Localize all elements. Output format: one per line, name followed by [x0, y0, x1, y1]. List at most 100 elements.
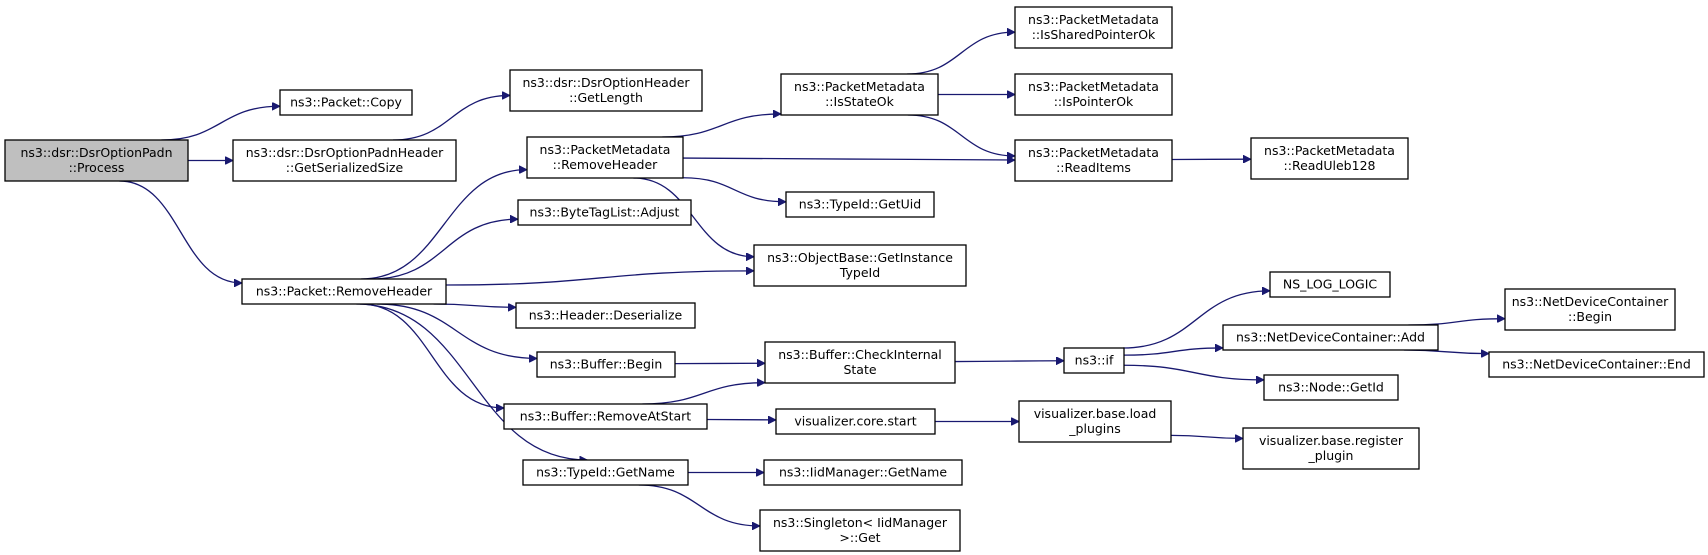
node-header-deserialize[interactable]: ns3::Header::Deserialize [515, 302, 696, 329]
node-box [1488, 351, 1705, 378]
nodes-layer: ns3::dsr::DsrOptionPadn::Processns3::Pac… [4, 6, 1705, 552]
edge-packet-removeheader-to-objbase-getinstance [445, 271, 754, 286]
node-viz-core-start[interactable]: visualizer.core.start [775, 408, 936, 435]
node-label-line: ns3::Buffer::CheckInternal [778, 347, 942, 362]
node-process[interactable]: ns3::dsr::DsrOptionPadn::Process [4, 139, 189, 182]
node-label-line: _plugin [1308, 448, 1354, 463]
edge-typeid-getname-to-singleton-get [638, 484, 760, 526]
edge-buffer-removeatstart-to-buffer-checkinternal [642, 383, 765, 405]
edge-packet-removeheader-to-btl-adjust [371, 219, 518, 280]
node-label-line: _plugins [1068, 421, 1120, 436]
node-box [241, 278, 447, 305]
edge-arrow-path [119, 180, 242, 283]
edge-pm-removeheader-to-typeid-getuid [682, 177, 786, 202]
node-label-line: ns3::NetDeviceContainer::End [1502, 357, 1691, 372]
node-label-line: visualizer.base.load [1034, 406, 1157, 421]
node-label-line: ::Begin [1568, 309, 1612, 324]
node-label-line: ::IsSharedPointerOk [1032, 27, 1156, 42]
edge-pm-removeheader-to-pm-isstateok [662, 114, 781, 138]
node-ns3-if[interactable]: ns3::if [1063, 347, 1125, 374]
node-box [503, 403, 708, 430]
node-label-line: ns3::Buffer::RemoveAtStart [520, 409, 692, 424]
edge-pm-isstateok-to-pm-readitems [907, 114, 1015, 156]
edges-layer [119, 32, 1505, 526]
node-label-line: ns3::dsr::DsrOptionPadn [20, 145, 172, 160]
edge-ns3-if-to-node-getid [1123, 364, 1264, 380]
edge-viz-load-plugins-to-viz-register-plugin [1170, 435, 1243, 438]
node-typeid-getname[interactable]: ns3::TypeId::GetName [522, 459, 689, 486]
edge-pm-removeheader-to-pm-readitems [682, 158, 1015, 160]
node-optheader-getlength[interactable]: ns3::dsr::DsrOptionHeader::GetLength [509, 69, 703, 112]
node-box [4, 139, 189, 182]
node-pm-ispointerok[interactable]: ns3::PacketMetadata::IsPointerOk [1014, 73, 1173, 116]
node-label-line: ns3::Header::Deserialize [529, 308, 683, 323]
node-box [536, 351, 676, 378]
edge-arrow-path [356, 303, 587, 460]
node-typeid-getuid[interactable]: ns3::TypeId::GetUid [785, 191, 935, 218]
node-pm-isstateok[interactable]: ns3::PacketMetadata::IsStateOk [780, 73, 939, 116]
edge-arrow-path [907, 32, 1015, 75]
node-box [1014, 6, 1173, 49]
edge-arrow-path [377, 303, 537, 358]
node-padn-getserialized[interactable]: ns3::dsr::DsrOptionPadnHeader::GetSerial… [232, 139, 457, 182]
edge-arrow-path [359, 303, 504, 408]
edge-process-to-packet-removeheader [119, 180, 242, 283]
node-ns-log-logic[interactable]: NS_LOG_LOGIC [1269, 271, 1391, 298]
edge-packet-removeheader-to-typeid-getname [356, 303, 587, 460]
node-box [1222, 324, 1439, 351]
node-viz-register-plugin[interactable]: visualizer.base.register_plugin [1242, 427, 1420, 470]
node-pm-readitems[interactable]: ns3::PacketMetadata::ReadItems [1014, 139, 1173, 182]
edge-packet-removeheader-to-pm-removeheader [361, 170, 527, 280]
node-label-line: ::GetSerializedSize [286, 160, 404, 175]
node-iid-getname[interactable]: ns3::IidManager::GetName [763, 459, 963, 486]
node-box [1263, 374, 1399, 401]
edge-pm-isstateok-to-pm-issharedptrok [907, 32, 1015, 75]
node-viz-load-plugins[interactable]: visualizer.base.load_plugins [1018, 400, 1172, 443]
node-node-getid[interactable]: ns3::Node::GetId [1263, 374, 1399, 401]
node-btl-adjust[interactable]: ns3::ByteTagList::Adjust [517, 199, 692, 226]
edge-arrow-path [1122, 291, 1270, 349]
node-box [515, 302, 696, 329]
node-pm-removeheader[interactable]: ns3::PacketMetadata::RemoveHeader [526, 136, 684, 179]
node-label-line: ns3::Singleton< IidManager [773, 515, 948, 530]
node-label-line: ns3::PacketMetadata [1028, 79, 1159, 94]
edge-arrow-path [633, 177, 754, 257]
node-ndc-begin[interactable]: ns3::NetDeviceContainer::Begin [1504, 288, 1676, 331]
node-box [763, 459, 963, 486]
edge-ndc-add-to-ndc-begin [1408, 319, 1505, 326]
node-singleton-get[interactable]: ns3::Singleton< IidManager>::Get [759, 509, 961, 552]
node-pm-readuleb128[interactable]: ns3::PacketMetadata::ReadUleb128 [1250, 137, 1409, 180]
node-label-line: ::ReadItems [1056, 160, 1131, 175]
node-label-line: State [843, 362, 876, 377]
node-label-line: ::Process [69, 160, 125, 175]
edge-ns3-if-to-ndc-add [1123, 348, 1223, 356]
node-box [785, 191, 935, 218]
node-ndc-end[interactable]: ns3::NetDeviceContainer::End [1488, 351, 1705, 378]
node-buffer-removeatstart[interactable]: ns3::Buffer::RemoveAtStart [503, 403, 708, 430]
edge-arrow-path [1408, 319, 1505, 326]
node-label-line: ns3::PacketMetadata [1264, 143, 1395, 158]
node-label-line: ns3::Packet::Copy [290, 95, 402, 110]
node-packet-removeheader[interactable]: ns3::Packet::RemoveHeader [241, 278, 447, 305]
node-box [517, 199, 692, 226]
node-label-line: ::IsStateOk [825, 94, 895, 109]
node-label-line: ns3::NetDeviceContainer::Add [1236, 330, 1425, 345]
node-box [764, 341, 956, 384]
edge-arrow-path [662, 114, 781, 138]
node-box [775, 408, 936, 435]
node-packet-copy[interactable]: ns3::Packet::Copy [279, 89, 413, 116]
edge-packet-removeheader-to-buffer-begin [377, 303, 537, 358]
edge-arrow-path [1170, 435, 1243, 438]
node-box [526, 136, 684, 179]
node-ndc-add[interactable]: ns3::NetDeviceContainer::Add [1222, 324, 1439, 351]
node-buffer-begin[interactable]: ns3::Buffer::Begin [536, 351, 676, 378]
node-box [1018, 400, 1172, 443]
node-pm-issharedptrok[interactable]: ns3::PacketMetadata::IsSharedPointerOk [1014, 6, 1173, 49]
edge-arrow-path [371, 219, 518, 280]
node-label-line: ns3::TypeId::GetUid [799, 197, 921, 212]
edge-arrow-path [1123, 364, 1264, 380]
node-label-line: ns3::ByteTagList::Adjust [530, 205, 680, 220]
